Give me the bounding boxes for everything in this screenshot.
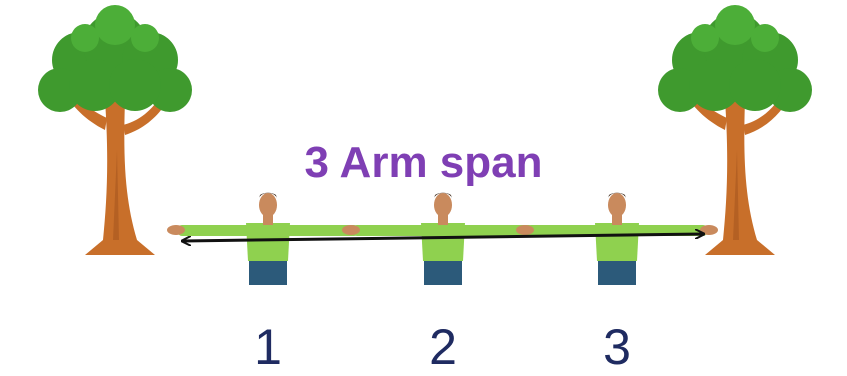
tree-right-icon (658, 5, 812, 255)
person-3-number: 3 (603, 319, 631, 375)
tree-left-icon (38, 5, 192, 255)
arm-span-arrow (183, 234, 703, 241)
person-3-icon (516, 192, 718, 285)
arm-span-title: 3 Arm span (304, 138, 543, 187)
person-1-number: 1 (254, 319, 282, 375)
person-2-number: 2 (429, 319, 457, 375)
